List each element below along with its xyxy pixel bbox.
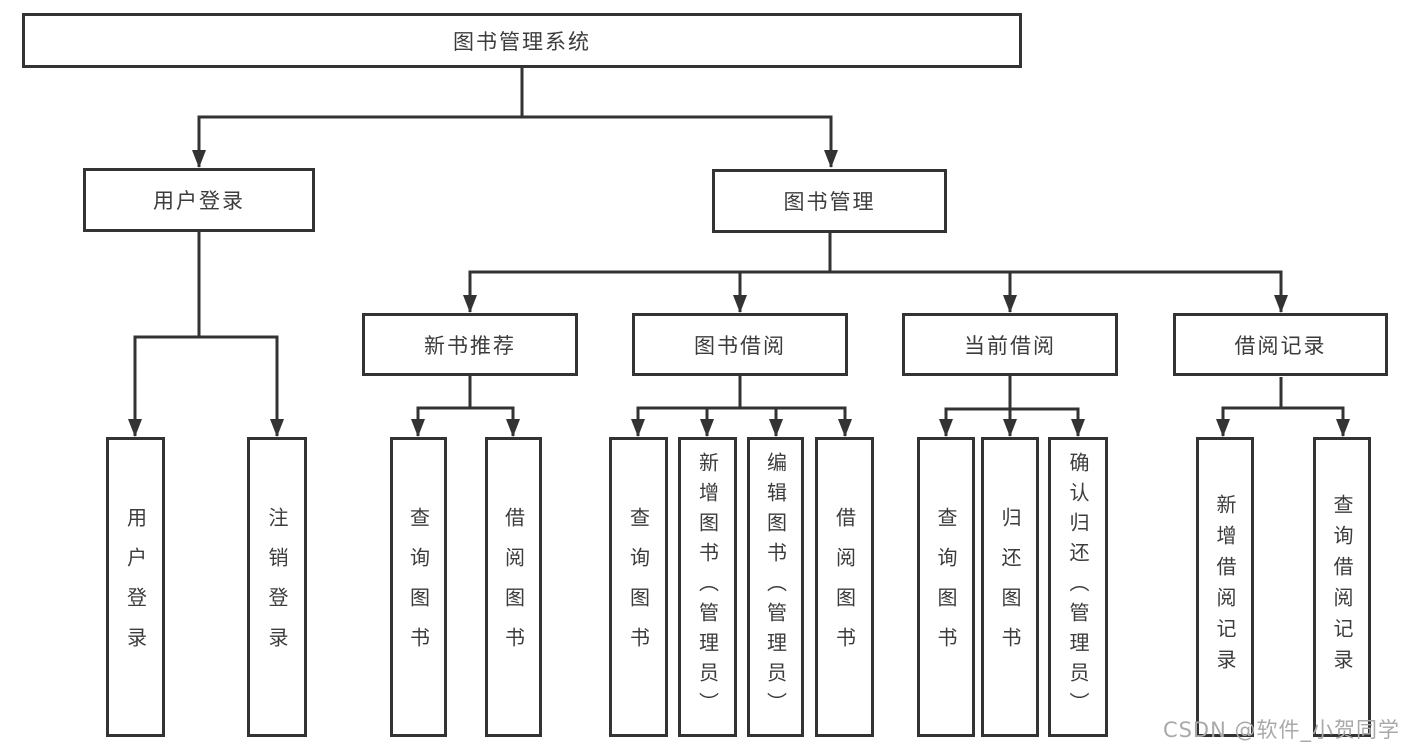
node-label: 归还图书: [998, 507, 1022, 667]
node-label: 查询借阅记录: [1330, 494, 1354, 680]
csdn-watermark: CSDN @软件_小贺同学: [1162, 718, 1400, 742]
leaf-borrow-books-recommend: 借阅图书: [485, 437, 542, 737]
node-label: 新增图书（管理员）: [695, 452, 720, 722]
node-label: 用户登录: [153, 189, 245, 213]
node-label: 图书管理: [783, 190, 876, 214]
leaf-query-books-current: 查询图书: [917, 437, 975, 737]
node-label: 新书推荐: [424, 333, 516, 358]
node-current-borrowing: 当前借阅: [902, 313, 1118, 376]
node-label: 查询图书: [406, 507, 431, 667]
leaf-user-login: 用户登录: [106, 437, 165, 737]
leaf-logout: 注销登录: [247, 437, 307, 737]
node-label: 编辑图书（管理员）: [763, 452, 788, 722]
leaf-add-books-admin: 新增图书（管理员）: [678, 437, 737, 737]
node-label: 借阅图书: [832, 507, 857, 667]
leaf-add-borrow-record: 新增借阅记录: [1196, 437, 1254, 737]
node-book-management: 图书管理: [712, 169, 947, 233]
node-user-login: 用户登录: [83, 168, 315, 232]
node-label: 图书借阅: [694, 333, 786, 358]
leaf-confirm-return-admin: 确认归还（管理员）: [1048, 437, 1108, 737]
leaf-query-books-recommend: 查询图书: [390, 437, 447, 737]
node-label: 用户登录: [123, 507, 148, 667]
node-book-borrowing: 图书借阅: [632, 313, 848, 376]
node-new-book-recommend: 新书推荐: [362, 313, 578, 376]
leaf-edit-books-admin: 编辑图书（管理员）: [747, 437, 804, 737]
node-label: 图书管理系统: [453, 29, 591, 54]
node-label: 查询图书: [626, 507, 651, 667]
node-label: 注销登录: [265, 507, 289, 667]
node-label: 借阅记录: [1234, 333, 1327, 358]
node-label: 借阅图书: [501, 507, 526, 667]
leaf-borrow-books: 借阅图书: [815, 437, 874, 737]
node-label: 确认归还（管理员）: [1066, 452, 1090, 722]
node-library-system: 图书管理系统: [22, 13, 1022, 68]
leaf-return-books: 归还图书: [981, 437, 1039, 737]
leaf-query-borrow-record: 查询借阅记录: [1313, 437, 1371, 737]
node-label: 当前借阅: [964, 333, 1056, 358]
node-label: 查询图书: [934, 507, 958, 667]
leaf-query-books-borrowing: 查询图书: [609, 437, 668, 737]
node-label: 新增借阅记录: [1213, 494, 1237, 680]
node-borrowing-records: 借阅记录: [1173, 313, 1388, 376]
